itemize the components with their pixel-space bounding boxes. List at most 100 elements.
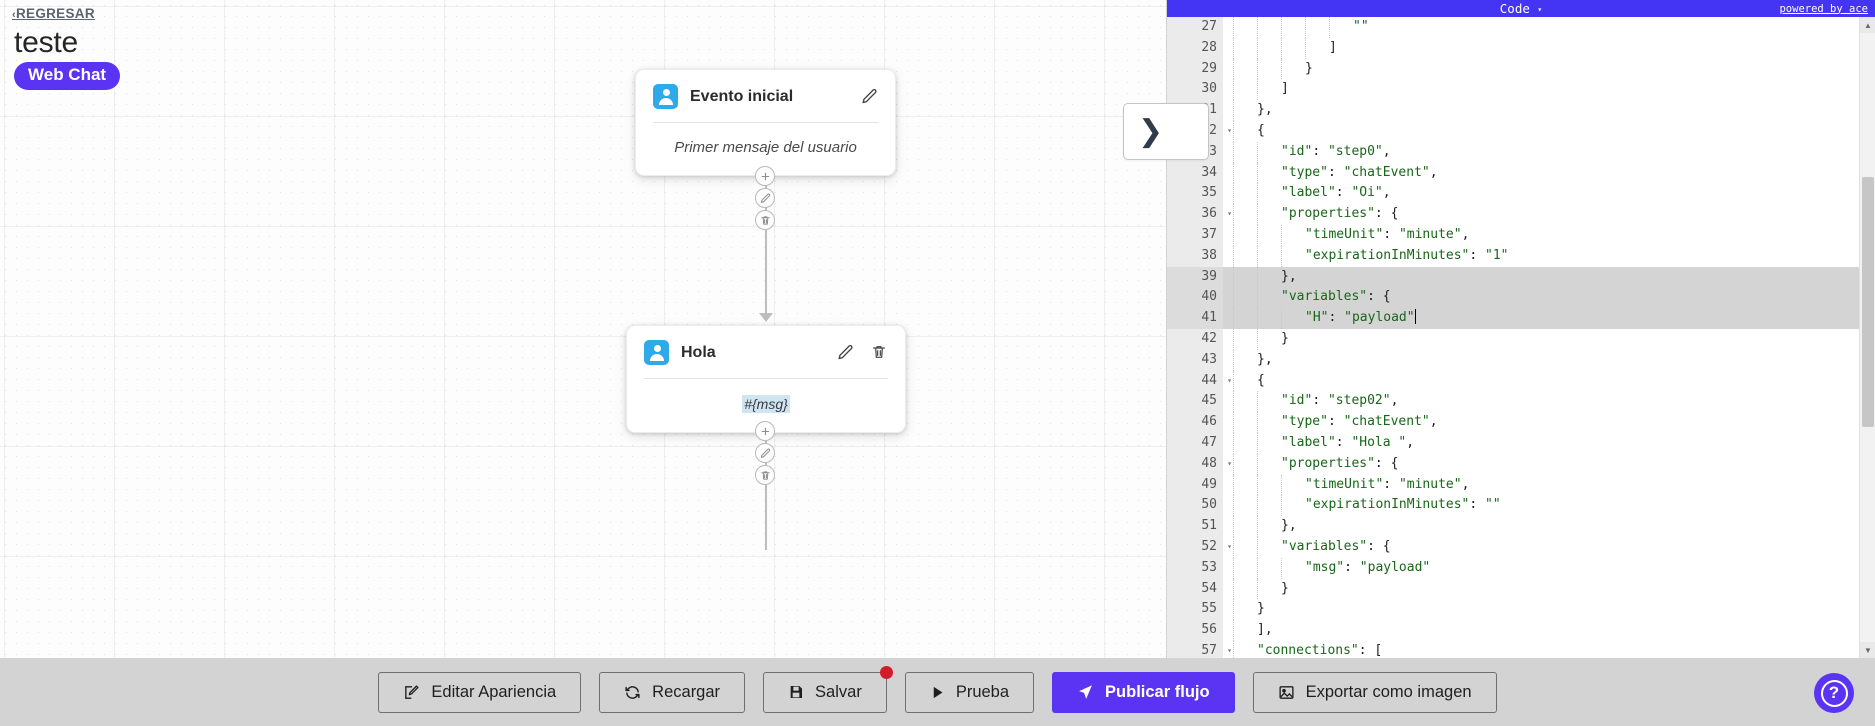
code-line[interactable]: 47"label": "Hola ", <box>1167 432 1875 454</box>
plus-icon[interactable] <box>755 421 775 441</box>
code-line[interactable]: 51}, <box>1167 516 1875 537</box>
reload-button[interactable]: Recargar <box>599 671 746 713</box>
fold-toggle-icon[interactable]: ▾ <box>1227 125 1232 135</box>
line-number: 29 <box>1167 58 1223 80</box>
code-line[interactable]: 30] <box>1167 79 1875 101</box>
node-header: Evento inicial <box>636 70 895 122</box>
help-button[interactable]: ? <box>1814 673 1854 713</box>
code-line[interactable]: 53"msg": "payload" <box>1167 557 1875 579</box>
fold-toggle-icon[interactable]: ▾ <box>1227 645 1232 655</box>
code-line[interactable]: 37"timeUnit": "minute", <box>1167 224 1875 246</box>
code-line-text: "type": "chatEvent", <box>1223 412 1875 433</box>
node-title: Hola <box>681 343 716 361</box>
code-line[interactable]: 34"type": "chatEvent", <box>1167 162 1875 184</box>
code-line[interactable]: 45"id": "step02", <box>1167 391 1875 413</box>
collapse-panel-button[interactable]: ❯ <box>1123 103 1209 160</box>
code-line[interactable]: 52▾"variables": { <box>1167 536 1875 558</box>
plus-icon[interactable] <box>755 166 775 186</box>
code-line[interactable]: 42} <box>1167 328 1875 350</box>
code-line[interactable]: 43}, <box>1167 349 1875 371</box>
code-line-text: "H": "payload" <box>1223 308 1875 329</box>
code-line[interactable]: 38"expirationInMinutes": "1" <box>1167 245 1875 267</box>
flow-node-hola[interactable]: Hola #{msg} <box>626 325 906 433</box>
code-line[interactable]: 49"timeUnit": "minute", <box>1167 474 1875 496</box>
line-number: 41 <box>1167 308 1223 329</box>
flow-node-evento-inicial[interactable]: Evento inicial Primer mensaje del usuari… <box>635 69 896 176</box>
code-line-text: ] <box>1223 79 1875 101</box>
fold-toggle-icon[interactable]: ▾ <box>1227 458 1232 468</box>
variable-chip[interactable]: #{msg} <box>742 395 790 413</box>
code-line[interactable]: 27"" <box>1167 17 1875 38</box>
edge-node2-out <box>765 420 767 550</box>
inline-actions-node2 <box>755 421 775 487</box>
flow-canvas[interactable]: ‹REGRESAR teste Web Chat Evento inicial … <box>0 0 1166 658</box>
unsaved-changes-badge <box>879 665 893 679</box>
code-line[interactable]: 33"id": "step0", <box>1167 141 1875 163</box>
edit-icon[interactable] <box>837 344 855 362</box>
line-number: 36▾ <box>1167 204 1232 225</box>
fold-toggle-icon[interactable]: ▾ <box>1227 209 1232 219</box>
button-label: Exportar como imagen <box>1305 682 1472 701</box>
code-line[interactable]: 56], <box>1167 620 1875 641</box>
code-line[interactable]: 35"label": "Oi", <box>1167 183 1875 205</box>
scroll-down-icon[interactable]: ▼ <box>1860 642 1875 658</box>
code-line[interactable]: 40▾"variables": { <box>1167 287 1875 309</box>
code-line-text: "properties": { <box>1223 204 1875 225</box>
indent-guide <box>1257 287 1258 309</box>
indent-guide <box>1233 349 1234 371</box>
pencil-icon[interactable] <box>755 188 775 208</box>
scroll-up-icon[interactable]: ▲ <box>1860 17 1875 33</box>
code-scrollbar[interactable]: ▲ ▼ <box>1859 17 1875 658</box>
code-line[interactable]: 39}, <box>1167 266 1875 288</box>
indent-guide <box>1257 141 1258 163</box>
scrollbar-thumb[interactable] <box>1862 177 1874 427</box>
indent-guide <box>1233 536 1234 558</box>
node-header: Hola <box>627 326 905 378</box>
back-link[interactable]: ‹REGRESAR <box>12 6 95 21</box>
chevron-right-icon: ❯ <box>1138 113 1164 149</box>
code-line[interactable]: 29} <box>1167 58 1875 80</box>
edit-icon[interactable] <box>861 88 879 106</box>
indent-guide <box>1281 245 1282 267</box>
code-line-text: "variables": { <box>1223 287 1875 309</box>
code-line[interactable]: 28] <box>1167 37 1875 59</box>
pencil-icon[interactable] <box>755 443 775 463</box>
export-as-image-button[interactable]: Exportar como imagen <box>1252 671 1497 713</box>
edit-appearance-button[interactable]: Editar Apariencia <box>378 671 582 713</box>
code-line-text: { <box>1223 120 1875 142</box>
indent-guide <box>1305 37 1306 59</box>
code-line[interactable]: 41"H": "payload" <box>1167 308 1875 329</box>
node-divider <box>644 378 888 379</box>
edge-node1-to-node2 <box>765 165 767 320</box>
code-line[interactable]: 46"type": "chatEvent", <box>1167 412 1875 433</box>
powered-by-link[interactable]: powered by ace <box>1779 2 1868 15</box>
indent-guide <box>1257 17 1258 38</box>
indent-guide <box>1233 495 1234 517</box>
trash-icon[interactable] <box>755 465 775 485</box>
edit-square-icon <box>403 684 420 701</box>
code-line[interactable]: 48▾"properties": { <box>1167 453 1875 475</box>
code-line[interactable]: 54} <box>1167 578 1875 600</box>
line-number: 45 <box>1167 391 1223 413</box>
code-line[interactable]: 36▾"properties": { <box>1167 204 1875 225</box>
fold-toggle-icon[interactable]: ▾ <box>1227 541 1232 551</box>
code-panel-title[interactable]: Code ▾ <box>1167 1 1875 16</box>
indent-guide <box>1257 536 1258 558</box>
trash-icon[interactable] <box>755 210 775 230</box>
code-line[interactable]: 57▾"connections": [ <box>1167 640 1875 658</box>
publish-flow-button[interactable]: Publicar flujo <box>1052 671 1235 713</box>
test-button[interactable]: Prueba <box>904 671 1035 713</box>
line-number: 39 <box>1167 266 1223 288</box>
code-line[interactable]: 32▾{ <box>1167 120 1875 142</box>
code-line[interactable]: 50"expirationInMinutes": "" <box>1167 495 1875 517</box>
save-button[interactable]: Salvar <box>763 665 893 713</box>
code-editor[interactable]: 27""28]29}30]31},32▾{33"id": "step0",34"… <box>1167 17 1875 658</box>
code-line-text: "timeUnit": "minute", <box>1223 474 1875 496</box>
code-line[interactable]: 44▾{ <box>1167 370 1875 392</box>
fold-toggle-icon[interactable]: ▾ <box>1227 375 1232 385</box>
code-line[interactable]: 55} <box>1167 599 1875 621</box>
code-line[interactable]: 31}, <box>1167 100 1875 121</box>
trash-icon[interactable] <box>871 344 889 362</box>
code-line-text: ] <box>1223 37 1875 59</box>
line-number: 34 <box>1167 162 1223 184</box>
